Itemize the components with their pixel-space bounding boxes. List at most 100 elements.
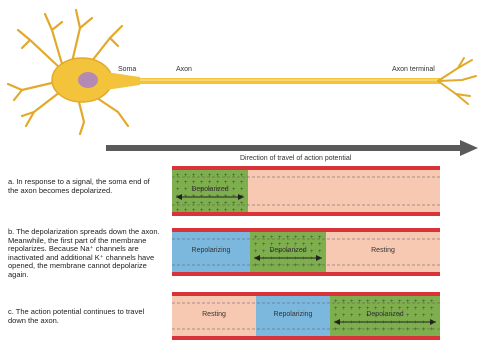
membrane-bottom: [172, 272, 440, 276]
membrane-bottom: [172, 212, 440, 216]
charge-mark: +: [232, 173, 236, 179]
charge-mark: +: [382, 320, 386, 326]
charge-mark: +: [216, 173, 220, 179]
charge-mark: +: [208, 201, 212, 207]
charge-mark: +: [406, 299, 410, 305]
membrane-top: [172, 292, 440, 296]
charge-mark: +: [430, 327, 434, 333]
charge-mark: +: [358, 306, 362, 312]
segment-label: Depolarized: [269, 247, 306, 254]
charge-mark: +: [430, 306, 434, 312]
charge-mark: +: [342, 306, 346, 312]
charge-mark: +: [176, 180, 180, 186]
charge-mark: +: [286, 263, 290, 269]
charge-mark: +: [318, 263, 322, 269]
membrane-panel-c: RestingRepolarizing+++++++++++++++++++++…: [172, 292, 440, 340]
charge-mark: +: [334, 313, 338, 319]
charge-mark: +: [254, 235, 258, 241]
segment-label: Depolarized: [191, 186, 228, 193]
charge-mark: +: [342, 313, 346, 319]
charge-mark: +: [310, 242, 314, 248]
charge-mark: +: [302, 263, 306, 269]
charge-mark: +: [350, 320, 354, 326]
charge-mark: +: [334, 299, 338, 305]
membrane-top: [172, 228, 440, 232]
charge-mark: +: [398, 299, 402, 305]
charge-mark: +: [240, 187, 244, 193]
charge-mark: +: [374, 320, 378, 326]
charge-mark: +: [342, 320, 346, 326]
charge-mark: +: [278, 235, 282, 241]
charge-mark: +: [184, 187, 188, 193]
charge-mark: +: [310, 249, 314, 255]
membrane-bottom: [172, 336, 440, 340]
charge-mark: +: [358, 313, 362, 319]
charge-mark: +: [232, 180, 236, 186]
membrane-top: [172, 166, 440, 170]
charge-mark: +: [382, 299, 386, 305]
charge-mark: +: [422, 313, 426, 319]
charge-mark: +: [262, 263, 266, 269]
charge-mark: +: [294, 256, 298, 262]
charge-mark: +: [414, 299, 418, 305]
charge-mark: +: [254, 249, 258, 255]
charge-mark: +: [350, 327, 354, 333]
charge-mark: +: [184, 180, 188, 186]
charge-mark: +: [240, 173, 244, 179]
charge-mark: +: [414, 306, 418, 312]
charge-mark: +: [262, 256, 266, 262]
charge-mark: +: [184, 201, 188, 207]
charge-mark: +: [430, 299, 434, 305]
segment-label: Resting: [202, 311, 226, 318]
charge-mark: +: [302, 256, 306, 262]
charge-mark: +: [310, 256, 314, 262]
charge-mark: +: [310, 235, 314, 241]
charge-mark: +: [176, 201, 180, 207]
charge-mark: +: [342, 299, 346, 305]
charge-mark: +: [216, 201, 220, 207]
charge-mark: +: [398, 320, 402, 326]
charge-mark: +: [350, 306, 354, 312]
charge-mark: +: [334, 327, 338, 333]
charge-mark: +: [302, 235, 306, 241]
charge-mark: +: [318, 249, 322, 255]
charge-mark: +: [176, 173, 180, 179]
charge-mark: +: [270, 263, 274, 269]
charge-mark: +: [406, 313, 410, 319]
charge-mark: +: [406, 320, 410, 326]
charge-mark: +: [406, 327, 410, 333]
charge-mark: +: [414, 313, 418, 319]
charge-mark: +: [422, 320, 426, 326]
segment-label: Repolarizing: [192, 247, 231, 254]
charge-mark: +: [374, 327, 378, 333]
charge-mark: +: [310, 263, 314, 269]
charge-mark: +: [318, 242, 322, 248]
charge-mark: +: [270, 256, 274, 262]
charge-mark: +: [366, 299, 370, 305]
charge-mark: +: [240, 201, 244, 207]
charge-mark: +: [224, 201, 228, 207]
charge-mark: +: [318, 235, 322, 241]
charge-mark: +: [232, 187, 236, 193]
charge-mark: +: [278, 256, 282, 262]
charge-mark: +: [422, 299, 426, 305]
charge-mark: +: [414, 320, 418, 326]
charge-mark: +: [270, 235, 274, 241]
charge-mark: +: [262, 242, 266, 248]
charge-mark: +: [422, 327, 426, 333]
charge-mark: +: [200, 201, 204, 207]
charge-mark: +: [358, 320, 362, 326]
charge-mark: +: [358, 327, 362, 333]
membrane-panel-a: ++++++++++++++++++++++++++++++++++++++++…: [172, 166, 440, 216]
segment-label: Resting: [371, 247, 395, 254]
charge-mark: +: [342, 327, 346, 333]
charge-mark: +: [358, 299, 362, 305]
charge-mark: +: [390, 320, 394, 326]
charge-mark: +: [334, 306, 338, 312]
charge-mark: +: [262, 235, 266, 241]
charge-mark: +: [406, 306, 410, 312]
charge-mark: +: [350, 299, 354, 305]
charge-mark: +: [366, 320, 370, 326]
